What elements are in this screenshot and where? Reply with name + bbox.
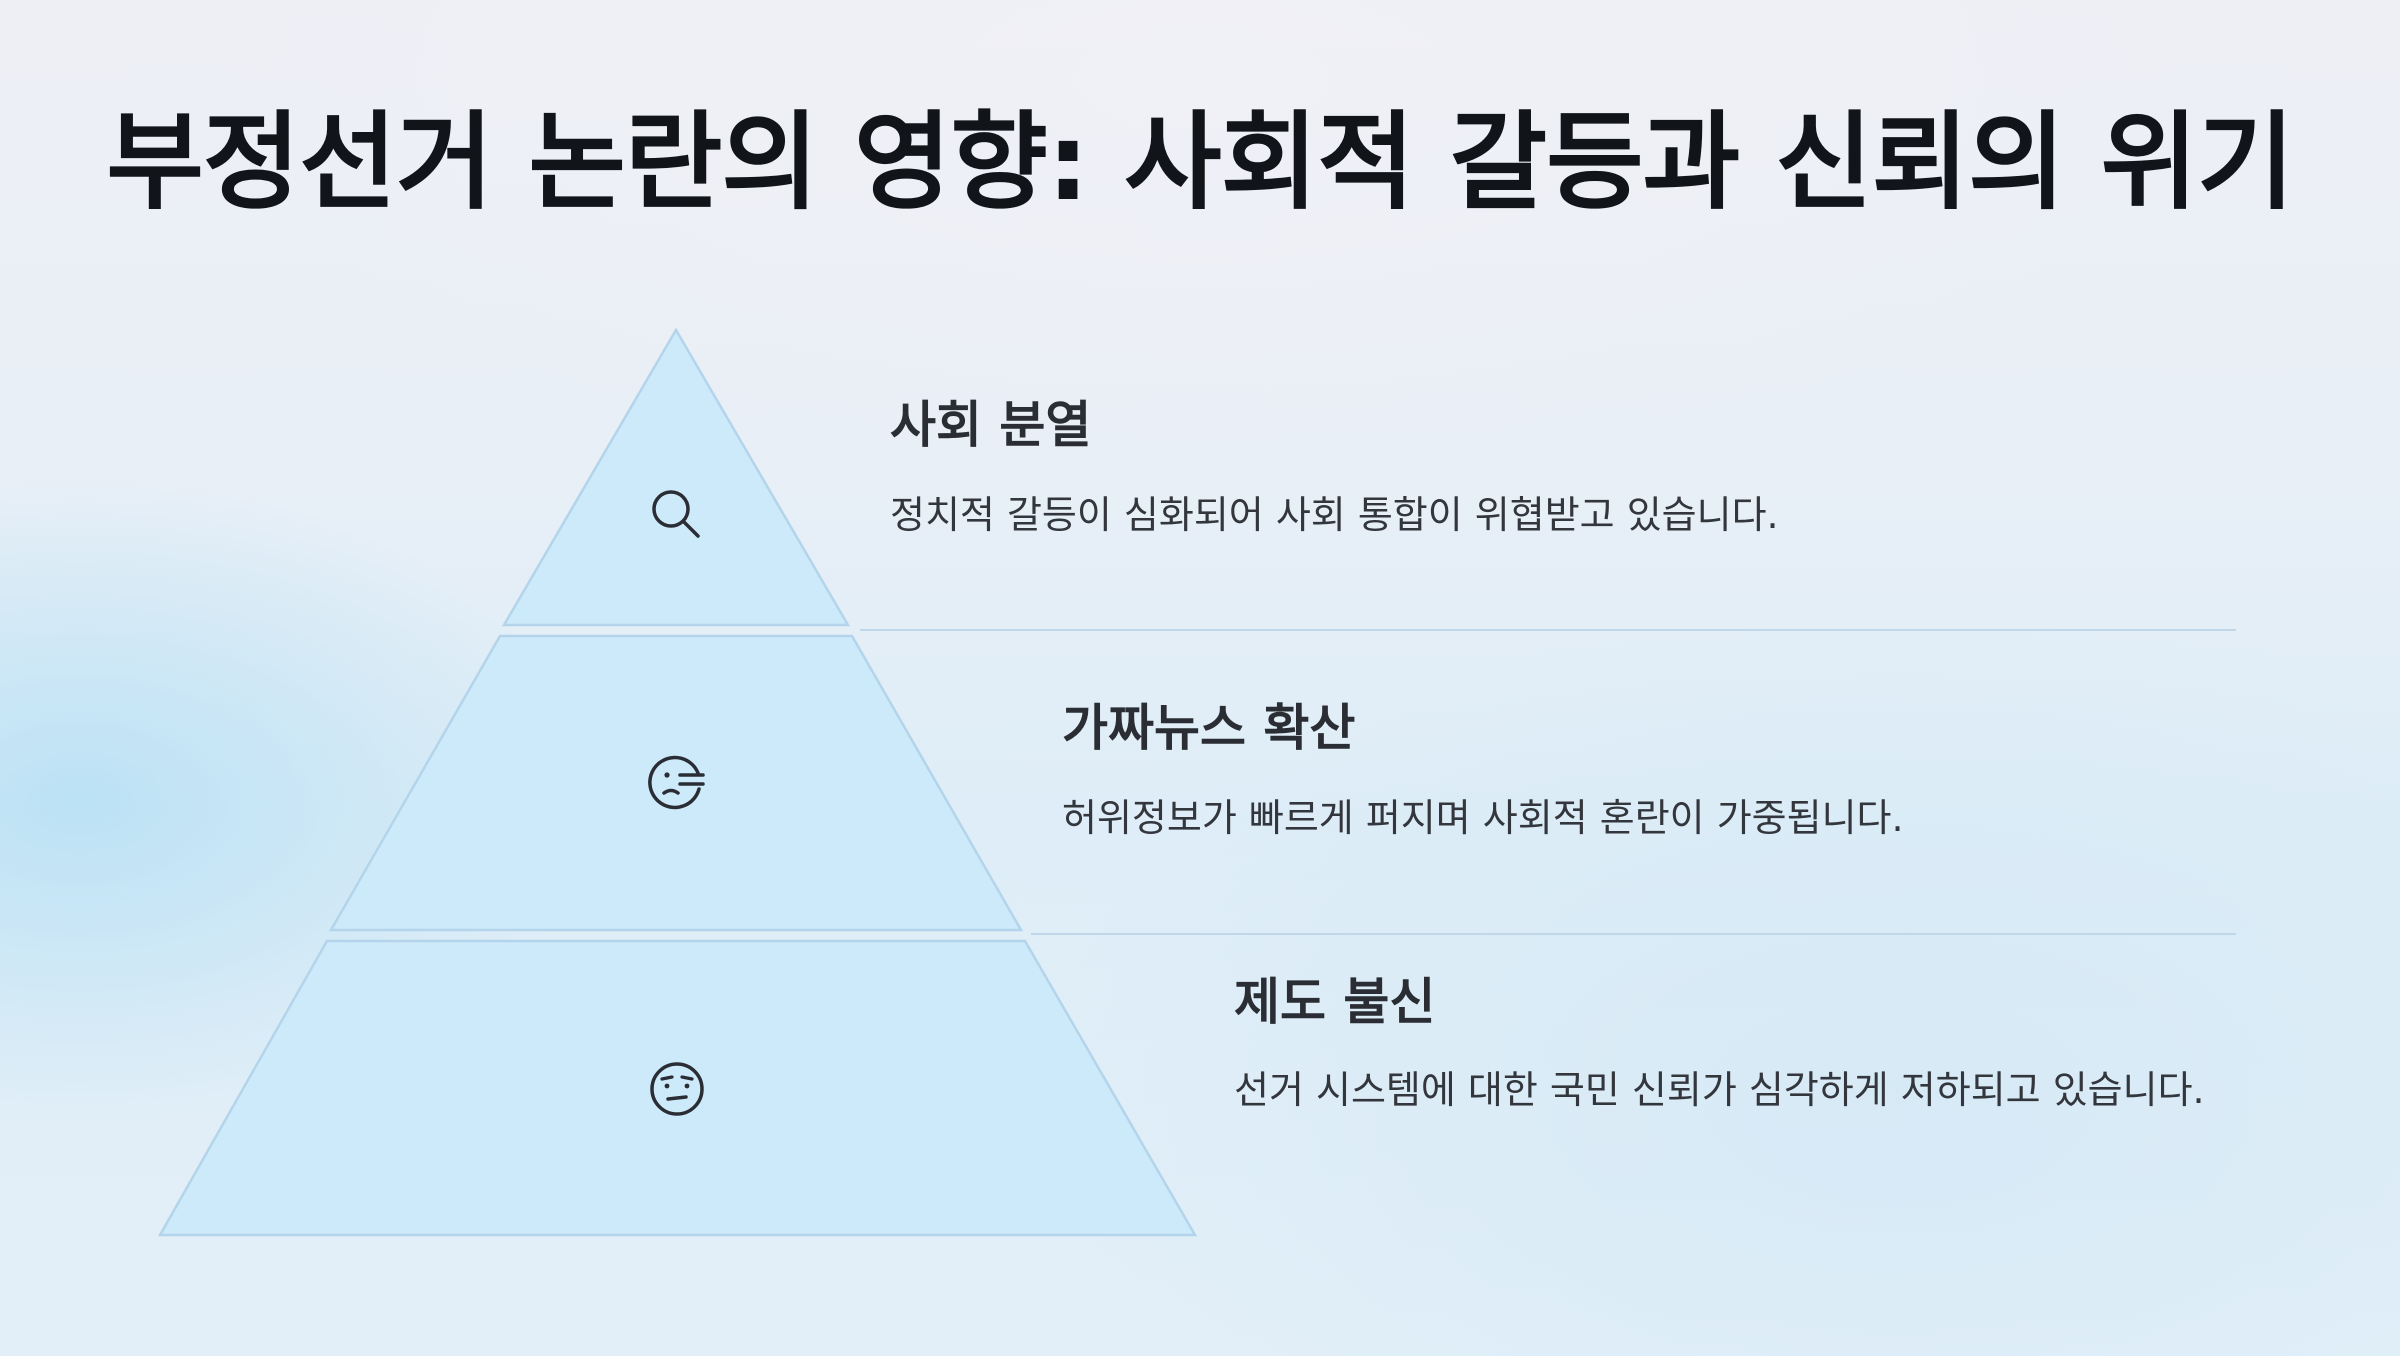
level-block-institutional-distrust: 제도 불신 선거 시스템에 대한 국민 신뢰가 심각하게 저하되고 있습니다. [1234, 972, 2209, 1123]
pyramid-segment-middle [328, 634, 1024, 932]
level-heading: 가짜뉴스 확산 [1062, 699, 1356, 757]
pyramid-segment-bottom [157, 939, 1198, 1237]
divider-middle [1031, 933, 2236, 935]
skeptical-face-icon [647, 1059, 707, 1119]
level-heading: 사회 분열 [890, 396, 1092, 454]
level-block-social-division: 사회 분열 정치적 갈등이 심화되어 사회 통합이 위협받고 있습니다. [890, 395, 2230, 548]
level-description: 정치적 갈등이 심화되어 사회 통합이 위협받고 있습니다. [890, 493, 1779, 537]
page-title: 부정선거 논란의 영향: 사회적 갈등과 신뢰의 위기 [106, 101, 2294, 224]
level-description: 허위정보가 빠르게 퍼지며 사회적 혼란이 가중됩니다. [1062, 796, 1904, 840]
pyramid-segment-top [501, 327, 851, 627]
lying-face-icon [647, 751, 707, 811]
level-heading: 제도 불신 [1234, 973, 1436, 1031]
level-description: 선거 시스템에 대한 국민 신뢰가 심각하게 저하되고 있습니다. [1234, 1068, 2205, 1112]
level-block-fake-news: 가짜뉴스 확산 허위정보가 빠르게 퍼지며 사회적 혼란이 가중됩니다. [1062, 698, 2232, 851]
divider-top [860, 629, 2236, 631]
magnifier-icon [646, 484, 706, 544]
